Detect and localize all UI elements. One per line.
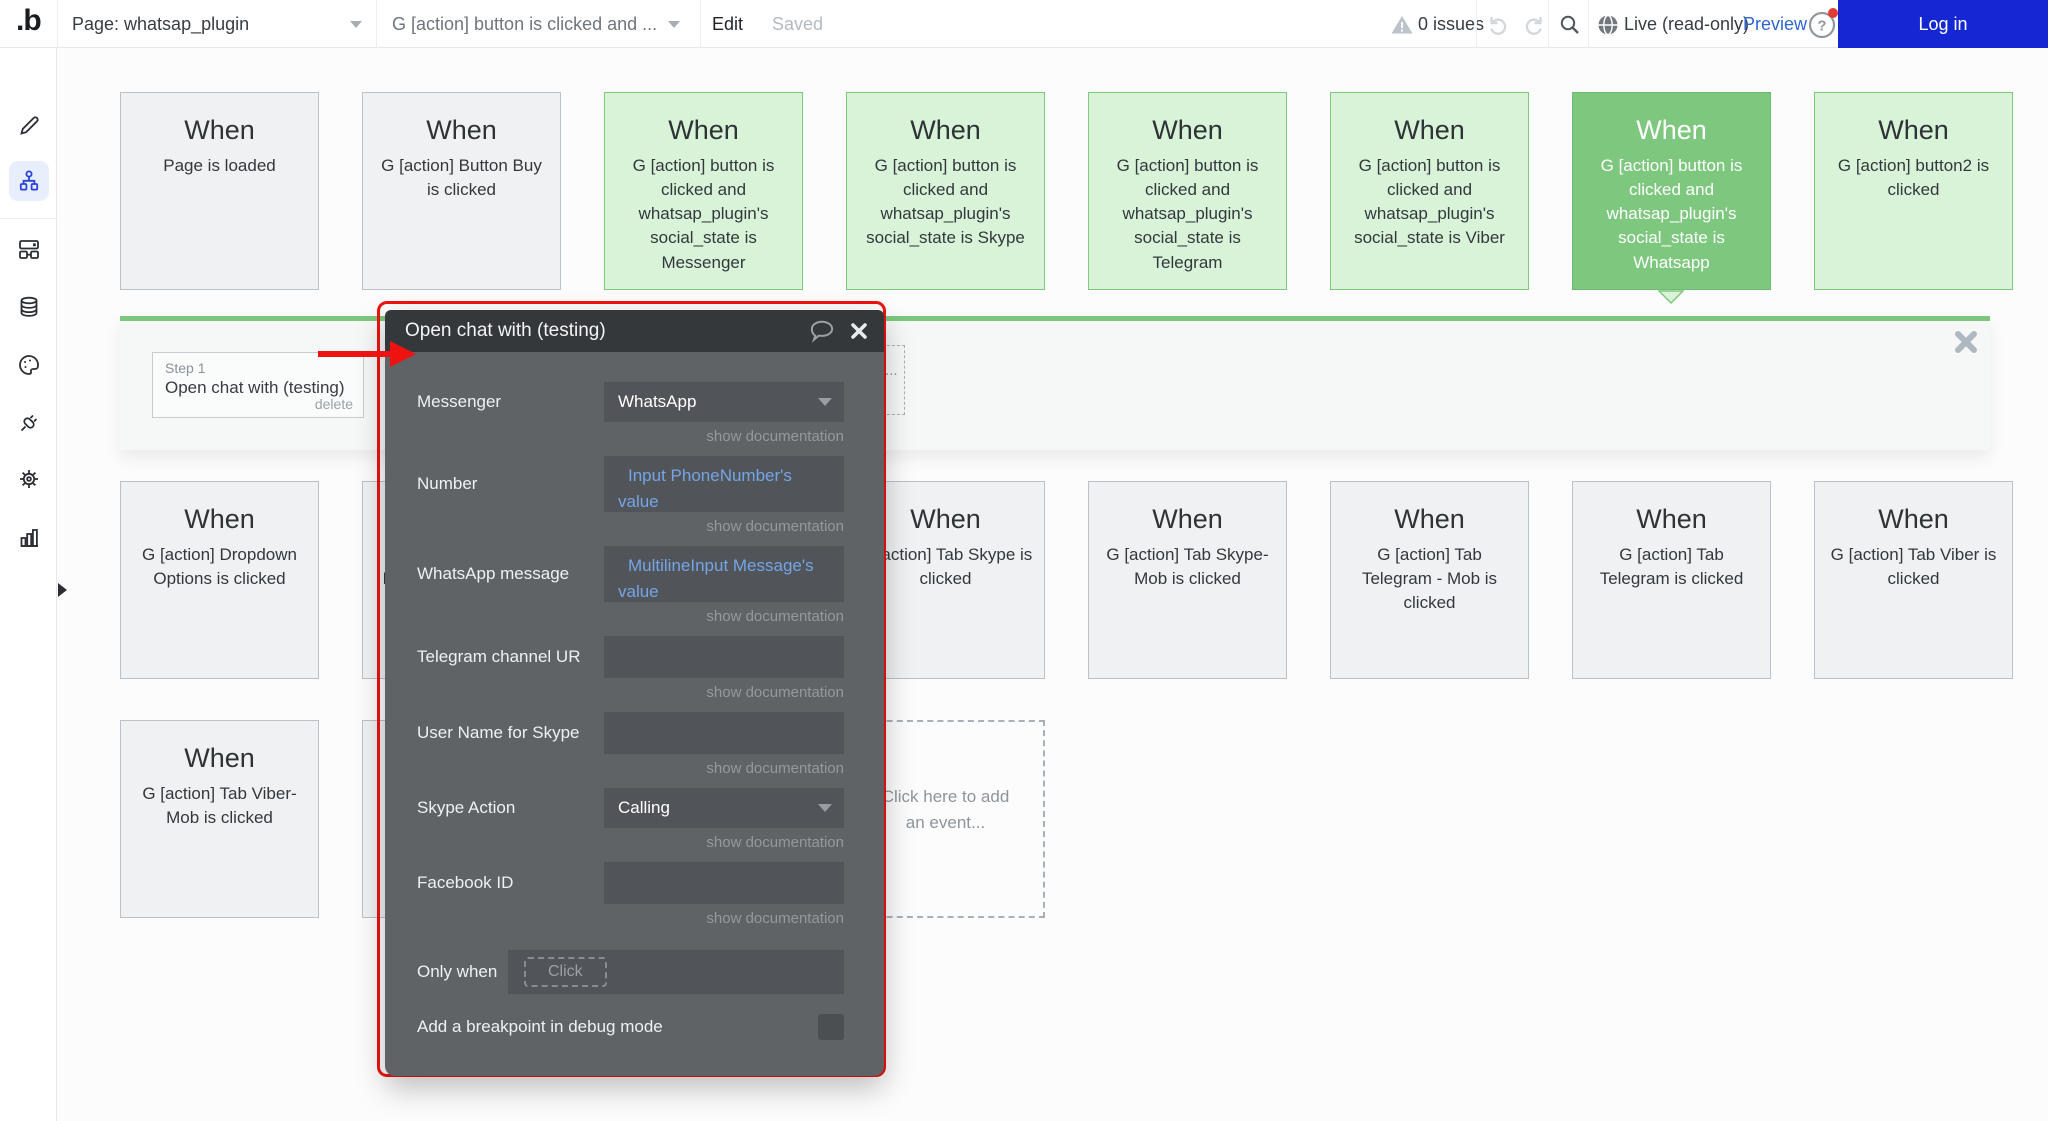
workflow-selector[interactable]: G [action] button is clicked and ...: [392, 14, 658, 34]
field-messenger: Messenger WhatsApp show documentation: [417, 382, 844, 445]
chevron-down-icon: [818, 398, 832, 406]
notification-dot: [1828, 8, 1838, 18]
only-when-row: Only when Click: [417, 950, 844, 994]
field-skype-username: User Name for Skype show documentation: [417, 712, 844, 777]
show-documentation-link[interactable]: show documentation: [706, 428, 844, 445]
show-documentation-link[interactable]: show documentation: [706, 518, 844, 535]
dialog-body: Messenger WhatsApp show documentation Nu…: [385, 352, 884, 1076]
pencil-icon[interactable]: [17, 114, 41, 138]
help-icon[interactable]: ?: [1808, 8, 1838, 39]
globe-icon: [1598, 14, 1618, 36]
search-icon[interactable]: [1558, 13, 1582, 37]
only-when-input[interactable]: Click: [508, 950, 844, 994]
event-card[interactable]: When G [action] button is clicked and wh…: [1088, 92, 1287, 290]
event-card[interactable]: When G [action] button is clicked and wh…: [604, 92, 803, 290]
breakpoint-checkbox[interactable]: [818, 1014, 844, 1040]
telegram-channel-input[interactable]: [604, 636, 844, 678]
responsive-icon[interactable]: [17, 237, 41, 261]
event-card[interactable]: When G [action] Tab Viber-Mob is clicked: [120, 720, 319, 918]
field-facebook-id: Facebook ID show documentation: [417, 862, 844, 927]
dialog-header[interactable]: Open chat with (testing): [385, 310, 884, 352]
preview-button[interactable]: Preview: [1743, 14, 1808, 34]
plugins-icon[interactable]: [17, 411, 41, 435]
database-icon[interactable]: [17, 295, 41, 319]
delete-step-link[interactable]: delete: [314, 396, 353, 412]
number-expression[interactable]: Input PhoneNumber's value: [604, 456, 844, 512]
chevron-down-icon[interactable]: [668, 21, 680, 28]
skype-username-input[interactable]: [604, 712, 844, 754]
svg-text:?: ?: [1817, 18, 1826, 35]
left-sidebar: [0, 48, 57, 1121]
action-properties-dialog: Open chat with (testing) Messenger Whats…: [385, 310, 884, 1076]
event-card[interactable]: When G [action] button2 is clicked: [1814, 92, 2013, 290]
show-documentation-link[interactable]: show documentation: [706, 834, 844, 851]
show-documentation-link[interactable]: show documentation: [706, 684, 844, 701]
field-number: Number Input PhoneNumber's value show do…: [417, 456, 844, 535]
event-card[interactable]: When G [action] Dropdown Options is clic…: [120, 481, 319, 679]
selected-card-caret: [1658, 290, 1684, 305]
facebook-id-input[interactable]: [604, 862, 844, 904]
close-panel-icon[interactable]: [1950, 326, 1982, 358]
top-bar: .b Page: whatsap_plugin G [action] butto…: [0, 0, 2048, 48]
page-selector[interactable]: Page: whatsap_plugin: [72, 14, 250, 34]
redo-icon[interactable]: [1522, 13, 1546, 37]
breakpoint-row: Add a breakpoint in debug mode: [417, 1014, 844, 1040]
event-card[interactable]: When G [action] Tab Telegram - Mob is cl…: [1330, 481, 1529, 679]
comment-icon[interactable]: [808, 319, 836, 343]
event-card[interactable]: When G [action] Button Buy is clicked: [362, 92, 561, 290]
chevron-down-icon: [818, 804, 832, 812]
dialog-title: Open chat with (testing): [405, 320, 606, 341]
event-card[interactable]: When Page is loaded: [120, 92, 319, 290]
login-button[interactable]: Log in: [1838, 0, 2048, 48]
show-documentation-link[interactable]: show documentation: [706, 760, 844, 777]
event-card[interactable]: When G [action] button is clicked and wh…: [1330, 92, 1529, 290]
event-card[interactable]: When G [action] Tab Viber is clicked: [1814, 481, 2013, 679]
issues-count[interactable]: 0 issues: [1418, 14, 1485, 34]
saved-status: Saved: [772, 14, 824, 34]
event-card[interactable]: When G [action] Tab Skype-Mob is clicked: [1088, 481, 1287, 679]
show-documentation-link[interactable]: show documentation: [706, 608, 844, 625]
logs-icon[interactable]: [17, 525, 41, 549]
skype-action-dropdown[interactable]: Calling: [604, 788, 844, 828]
workflow-icon[interactable]: [17, 169, 41, 193]
show-documentation-link[interactable]: show documentation: [706, 910, 844, 927]
event-card[interactable]: When G [action] button is clicked and wh…: [846, 92, 1045, 290]
settings-icon[interactable]: [17, 467, 41, 491]
step-card[interactable]: Step 1 Open chat with (testing) delete: [152, 352, 364, 418]
messenger-dropdown[interactable]: WhatsApp: [604, 382, 844, 422]
warning-icon: [1391, 16, 1413, 34]
field-skype-action: Skype Action Calling show documentation: [417, 788, 844, 851]
event-card[interactable]: When G [action] Tab Telegram is clicked: [1572, 481, 1771, 679]
field-telegram-channel: Telegram channel UR show documentation: [417, 636, 844, 701]
chevron-down-icon[interactable]: [350, 21, 362, 28]
bubble-logo[interactable]: .b: [16, 4, 42, 37]
styles-icon[interactable]: [17, 353, 41, 377]
annotation-red-arrow: [318, 341, 416, 367]
undo-icon[interactable]: [1486, 13, 1510, 37]
sidebar-collapse-handle[interactable]: [58, 583, 67, 597]
field-whatsapp-message: WhatsApp message MultilineInput Message'…: [417, 546, 844, 625]
close-dialog-icon[interactable]: [850, 322, 868, 340]
whatsapp-message-expression[interactable]: MultilineInput Message's value: [604, 546, 844, 602]
live-status[interactable]: Live (read-only): [1624, 14, 1750, 34]
tab-edit[interactable]: Edit: [712, 14, 744, 34]
condition-placeholder-button[interactable]: Click: [524, 957, 607, 987]
event-card-selected[interactable]: When G [action] button is clicked and wh…: [1572, 92, 1771, 290]
